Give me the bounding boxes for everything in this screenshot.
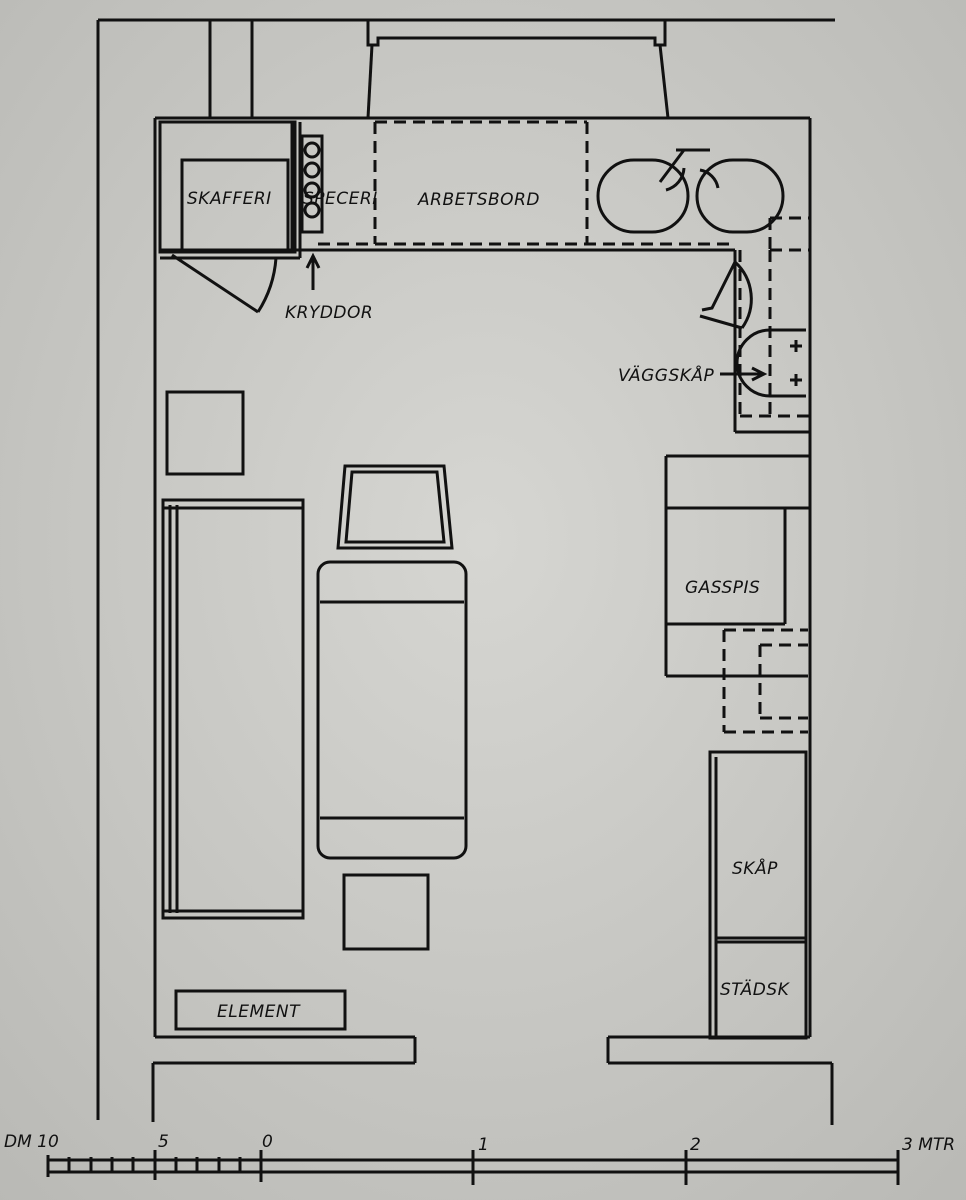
bench-left <box>161 498 305 920</box>
scale-label-2: 2 <box>690 1135 701 1155</box>
spice-shelf-speceri <box>300 134 324 234</box>
double-sink <box>596 148 785 234</box>
dining-table <box>316 560 468 860</box>
radiator-element <box>174 989 347 1031</box>
label-gasspis: GASSPIS <box>685 578 760 598</box>
scale-bar <box>46 1150 900 1185</box>
chimney-duct <box>208 20 254 118</box>
label-stadsk: STÄDSK <box>720 979 791 1000</box>
stool-top-left <box>165 390 245 476</box>
label-kryddor: KRYDDOR <box>285 303 373 323</box>
scale-label-0: 0 <box>262 1132 273 1152</box>
label-skap: SKÅP <box>732 857 778 879</box>
kryddor-arrow <box>305 252 321 290</box>
stool-bottom <box>342 873 430 951</box>
gas-stove-gasspis <box>664 454 810 734</box>
wall-cabinet-vaggskap <box>699 216 810 418</box>
scale-label-dm10: DM 10 <box>4 1132 59 1152</box>
label-vaggskap: VÄGGSKÅP <box>618 364 715 386</box>
label-skafferi: SKAFFERI <box>187 189 272 209</box>
chair-top <box>336 464 454 550</box>
bottom-walls-door-opening <box>151 1035 834 1125</box>
scale-label-3mtr: 3 MTR <box>902 1135 955 1155</box>
work-table-arbetsbord <box>318 120 735 246</box>
label-arbetsbord: ARBETSBORD <box>417 190 540 210</box>
scale-label-5: 5 <box>158 1132 169 1152</box>
countertop <box>160 248 810 434</box>
top-window <box>366 20 670 119</box>
label-element: ELEMENT <box>217 1002 301 1022</box>
outer-walls <box>96 18 835 1120</box>
scale-label-1: 1 <box>478 1135 489 1155</box>
label-speceri: SPECERI <box>303 189 378 209</box>
